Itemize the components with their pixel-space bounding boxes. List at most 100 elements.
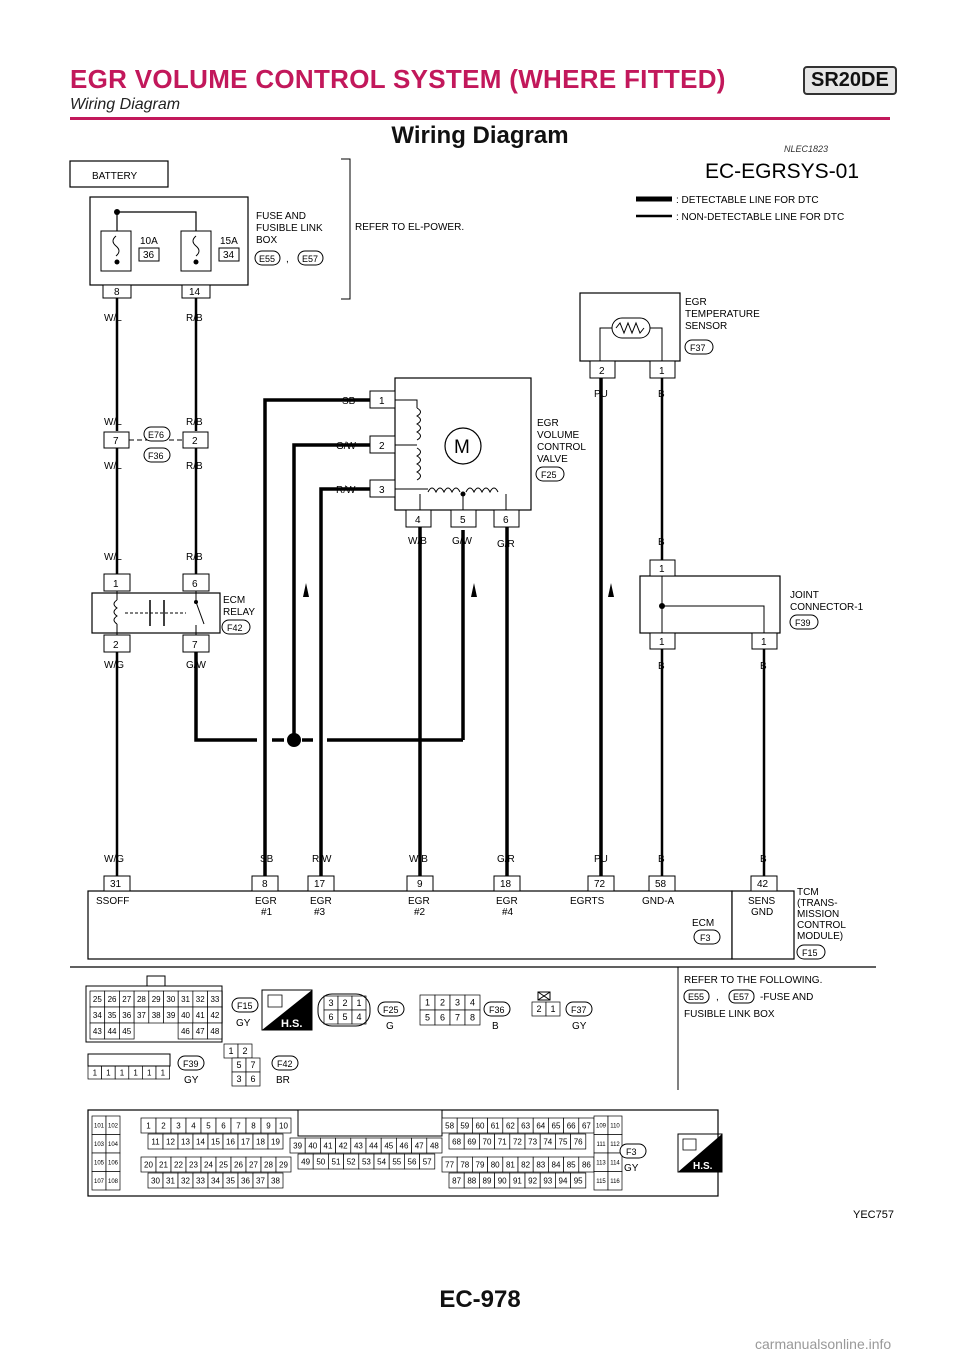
pin-number: 108	[108, 1179, 119, 1185]
egr-valve-label-4: VALVE	[537, 454, 568, 465]
f39-view-id: F39	[183, 1059, 199, 1069]
pin-number: 52	[347, 1157, 356, 1166]
pin-number: 30	[166, 995, 175, 1004]
ecm-term-egr4: EGR	[496, 896, 518, 907]
pin-number: 75	[559, 1137, 568, 1146]
pin-number: 83	[536, 1160, 545, 1169]
pin-number: 111	[596, 1142, 606, 1148]
wire-label-rb: R/B	[186, 417, 203, 428]
pin-number: 31	[166, 1176, 175, 1185]
pin-number: 17	[241, 1137, 250, 1146]
harness-icon	[267, 994, 283, 1008]
pin-number: 7	[236, 1121, 241, 1130]
pin-number: 38	[271, 1176, 280, 1185]
pin-number: 35	[108, 1011, 117, 1020]
hs-badge-icon	[262, 990, 312, 1030]
pin-number: 1	[146, 1121, 151, 1130]
pin-number: 109	[596, 1123, 607, 1129]
pin-number: 35	[226, 1176, 235, 1185]
pin-number: 4	[470, 998, 475, 1008]
fuse-box-label-2: FUSIBLE LINK	[256, 223, 323, 234]
arrow-up-icon	[608, 583, 614, 597]
legend-detectable: : DETECTABLE LINE FOR DTC	[676, 195, 819, 206]
connector-cavity	[351, 1009, 367, 1025]
hs-badge-frame	[261, 989, 313, 1031]
fuse-box-label-1: FUSE AND	[256, 211, 306, 222]
pin-number: 81	[506, 1160, 515, 1169]
pin-number: 74	[543, 1137, 552, 1146]
wire-label-rb: R/B	[186, 313, 203, 324]
watermark: carmanualsonline.info	[755, 1336, 892, 1352]
sensor-internal-lead	[599, 327, 612, 361]
connector-f42: F42	[227, 623, 243, 633]
valve-pin-3: 3	[379, 485, 385, 496]
relay-coil-icon	[113, 599, 118, 625]
ecm-term-egr2: EGR	[408, 896, 430, 907]
pin-number: 3	[236, 1074, 241, 1084]
f25-view-color: G	[386, 1021, 394, 1032]
pin-number: 88	[467, 1176, 476, 1185]
pin-number: 3	[328, 998, 333, 1008]
wire-label-b: B	[658, 537, 665, 548]
wire-label-wg: W/G	[104, 660, 124, 671]
pin-number: 39	[293, 1141, 302, 1150]
pin-number: 69	[467, 1137, 476, 1146]
fuse-node-icon	[114, 259, 120, 265]
wire-label-rw: R/W	[312, 854, 332, 865]
connector-f15-badge	[796, 944, 826, 960]
connector-cavity	[570, 1172, 587, 1189]
ecm-pin-box	[493, 875, 521, 892]
pin-number: 1	[147, 1068, 152, 1077]
relay-pin-2: 2	[113, 640, 119, 651]
f36-view-id: F36	[489, 1005, 505, 1015]
ecm-term-egr1: EGR	[255, 896, 277, 907]
f42-view-id: F42	[277, 1059, 293, 1069]
pin-number: 77	[445, 1160, 454, 1169]
joint-label-1: JOINT	[790, 590, 819, 601]
joint-internal-bus	[661, 576, 765, 633]
connector-cavity	[275, 1156, 292, 1173]
pin-number: 39	[166, 1011, 175, 1020]
pin-number: 114	[610, 1160, 620, 1166]
pin-number: 72	[513, 1137, 522, 1146]
f15-view-badge	[231, 997, 259, 1013]
hs-label: H.S.	[693, 1161, 713, 1172]
pin-number: 2	[342, 998, 347, 1008]
connector-f3-badge	[693, 929, 721, 945]
connector-f15-latch	[146, 975, 166, 987]
tcm-pin-label-1: SENS	[748, 896, 776, 907]
pin-number: 41	[196, 1011, 205, 1020]
inline-pin-2: 2	[192, 436, 198, 447]
pin-number: 32	[181, 1176, 190, 1185]
pin-number: 101	[94, 1123, 105, 1129]
pin-number: 1	[550, 1004, 555, 1014]
pin-number: 33	[210, 995, 219, 1004]
pin-number: 22	[174, 1160, 183, 1169]
pin-number: 61	[491, 1121, 500, 1130]
diagram-id: EC-EGRSYS-01	[705, 160, 859, 183]
ecm-relay-label-1: ECM	[223, 595, 245, 606]
connector-f39-shell	[87, 1053, 171, 1067]
valve-coil-icon	[415, 407, 421, 441]
pin-number: 37	[256, 1176, 265, 1185]
arrow-up-icon	[471, 583, 477, 597]
f3-view-color: GY	[624, 1163, 639, 1174]
ecm-term-egr3: EGR	[310, 896, 332, 907]
pin-number: 56	[408, 1157, 417, 1166]
joint-pin-bottom-right: 1	[761, 637, 767, 648]
pin-number: 90	[498, 1176, 507, 1185]
pin-number: 41	[324, 1141, 333, 1150]
joint-pin-box	[649, 559, 676, 577]
refer-e55-badge	[683, 989, 710, 1004]
connector-cavity	[119, 1022, 135, 1040]
pin-number: 32	[196, 995, 205, 1004]
valve-pin-5-box	[450, 509, 477, 528]
bus-node-icon	[114, 209, 120, 215]
wire-label-b: B	[658, 854, 665, 865]
pin-number: 92	[528, 1176, 537, 1185]
wire-gw-valve-pin2	[292, 443, 370, 740]
connector-f37-latch-mark	[537, 991, 551, 1001]
connector-cavity	[419, 1153, 436, 1170]
